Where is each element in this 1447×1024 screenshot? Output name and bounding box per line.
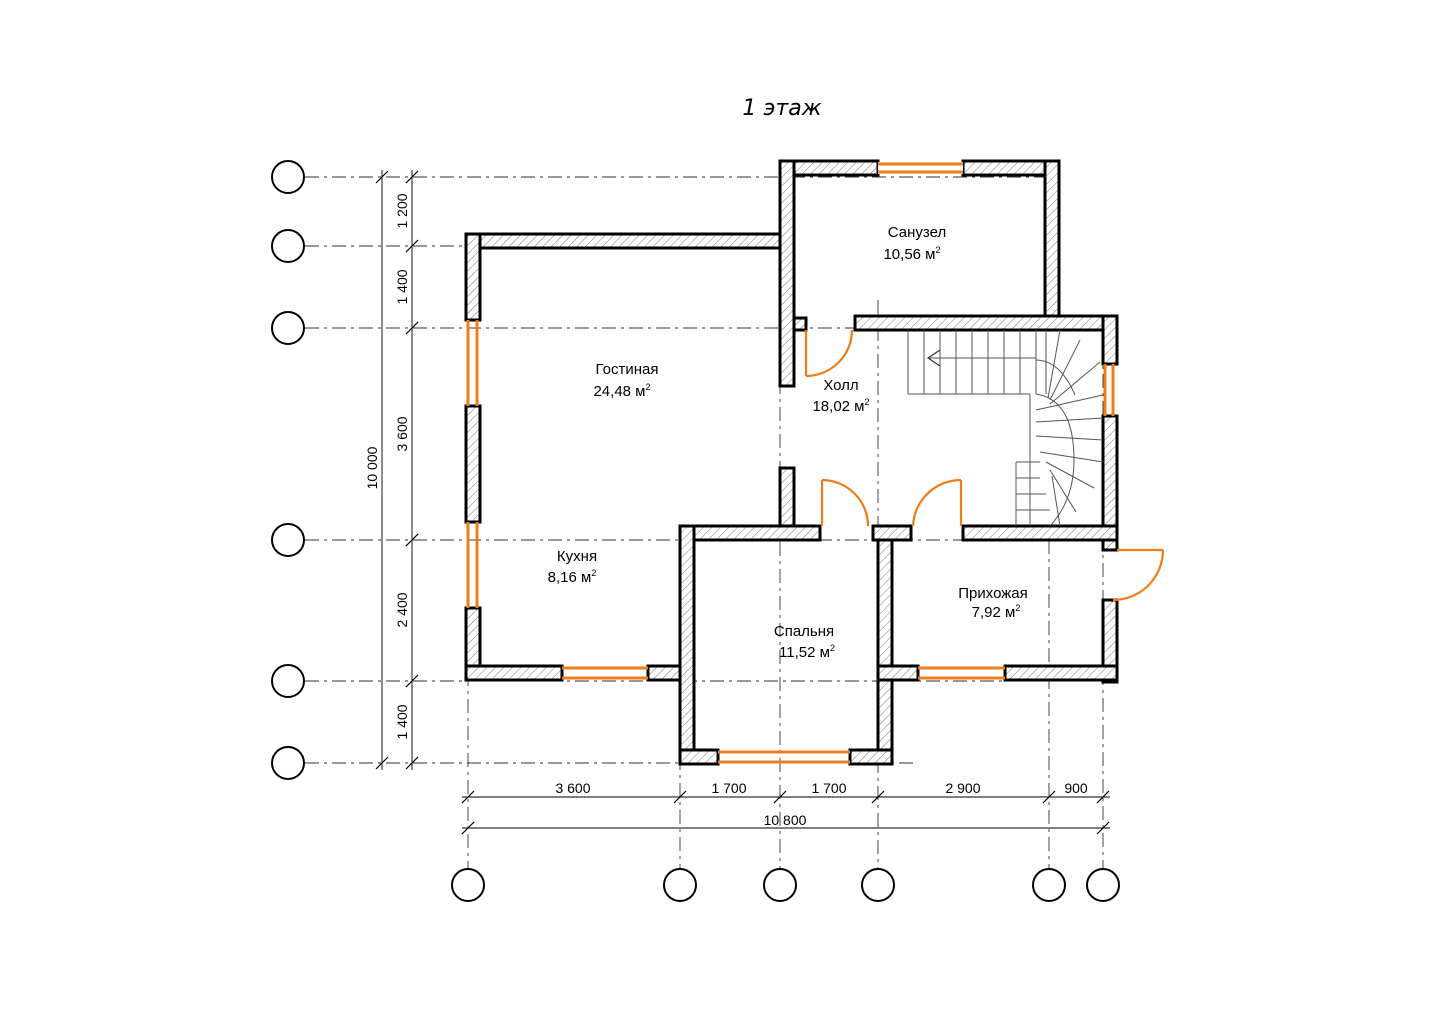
dim-v-5: 1 400 xyxy=(394,704,410,739)
door-entrance-inner xyxy=(911,478,963,527)
room-name-bathroom: Санузел xyxy=(888,224,946,241)
window-living-room xyxy=(466,320,479,406)
horizontal-axes xyxy=(305,176,1115,764)
window-kitchen-side xyxy=(466,522,479,608)
windows xyxy=(466,162,1115,764)
axis-bubbles-left xyxy=(271,160,305,780)
room-area-hall: 18,02 м2 xyxy=(812,397,869,415)
doors xyxy=(804,329,1165,602)
room-name-hall: Холл xyxy=(823,377,858,394)
plan-title: 1 этаж xyxy=(742,96,821,121)
vertical-dimension-lines xyxy=(375,170,419,770)
horizontal-dimension-texts: 3 600 1 700 1 700 2 900 900 10 800 xyxy=(555,780,1087,828)
door-bedroom xyxy=(820,478,870,527)
window-hall xyxy=(1103,364,1115,416)
room-area-bedroom: 11,52 м2 xyxy=(779,643,835,661)
dim-v-4: 2 400 xyxy=(394,592,410,627)
room-area-bathroom: 10,56 м2 xyxy=(883,245,940,263)
room-area-living: 24,48 м2 xyxy=(593,382,650,400)
dim-v-3: 3 600 xyxy=(394,416,410,451)
dim-h-4: 2 900 xyxy=(945,780,980,796)
room-name-bedroom: Спальня xyxy=(774,623,834,640)
room-area-entrance: 7,92 м2 xyxy=(972,603,1021,621)
dim-h-total: 10 800 xyxy=(764,812,807,828)
room-name-living: Гостиная xyxy=(596,361,659,378)
dim-h-5: 900 xyxy=(1064,780,1088,796)
dim-v-1: 1 200 xyxy=(394,193,410,228)
room-area-kitchen: 8,16 м2 xyxy=(548,568,597,586)
stairs xyxy=(907,329,1104,527)
window-kitchen-bottom xyxy=(562,666,648,680)
walls xyxy=(464,159,1119,766)
dim-h-3: 1 700 xyxy=(811,780,846,796)
dim-h-1: 3 600 xyxy=(555,780,590,796)
axis-bubbles-bottom xyxy=(451,868,1120,902)
dim-v-2: 1 400 xyxy=(394,269,410,304)
door-front xyxy=(1112,548,1165,602)
door-bathroom xyxy=(804,329,854,378)
window-bathroom xyxy=(878,162,963,174)
dim-h-2: 1 700 xyxy=(711,780,746,796)
window-entrance xyxy=(918,666,1005,680)
dim-v-total: 10 000 xyxy=(364,446,380,489)
room-name-kitchen: Кухня xyxy=(557,548,597,565)
room-name-entrance: Прихожая xyxy=(958,585,1028,602)
horizontal-dimension-lines xyxy=(461,790,1110,835)
window-bedroom xyxy=(718,750,850,764)
room-labels: Санузел 10,56 м2 Гостиная 24,48 м2 Холл … xyxy=(548,224,1028,661)
vertical-dimension-texts: 1 200 1 400 3 600 2 400 1 400 10 000 xyxy=(364,193,410,739)
